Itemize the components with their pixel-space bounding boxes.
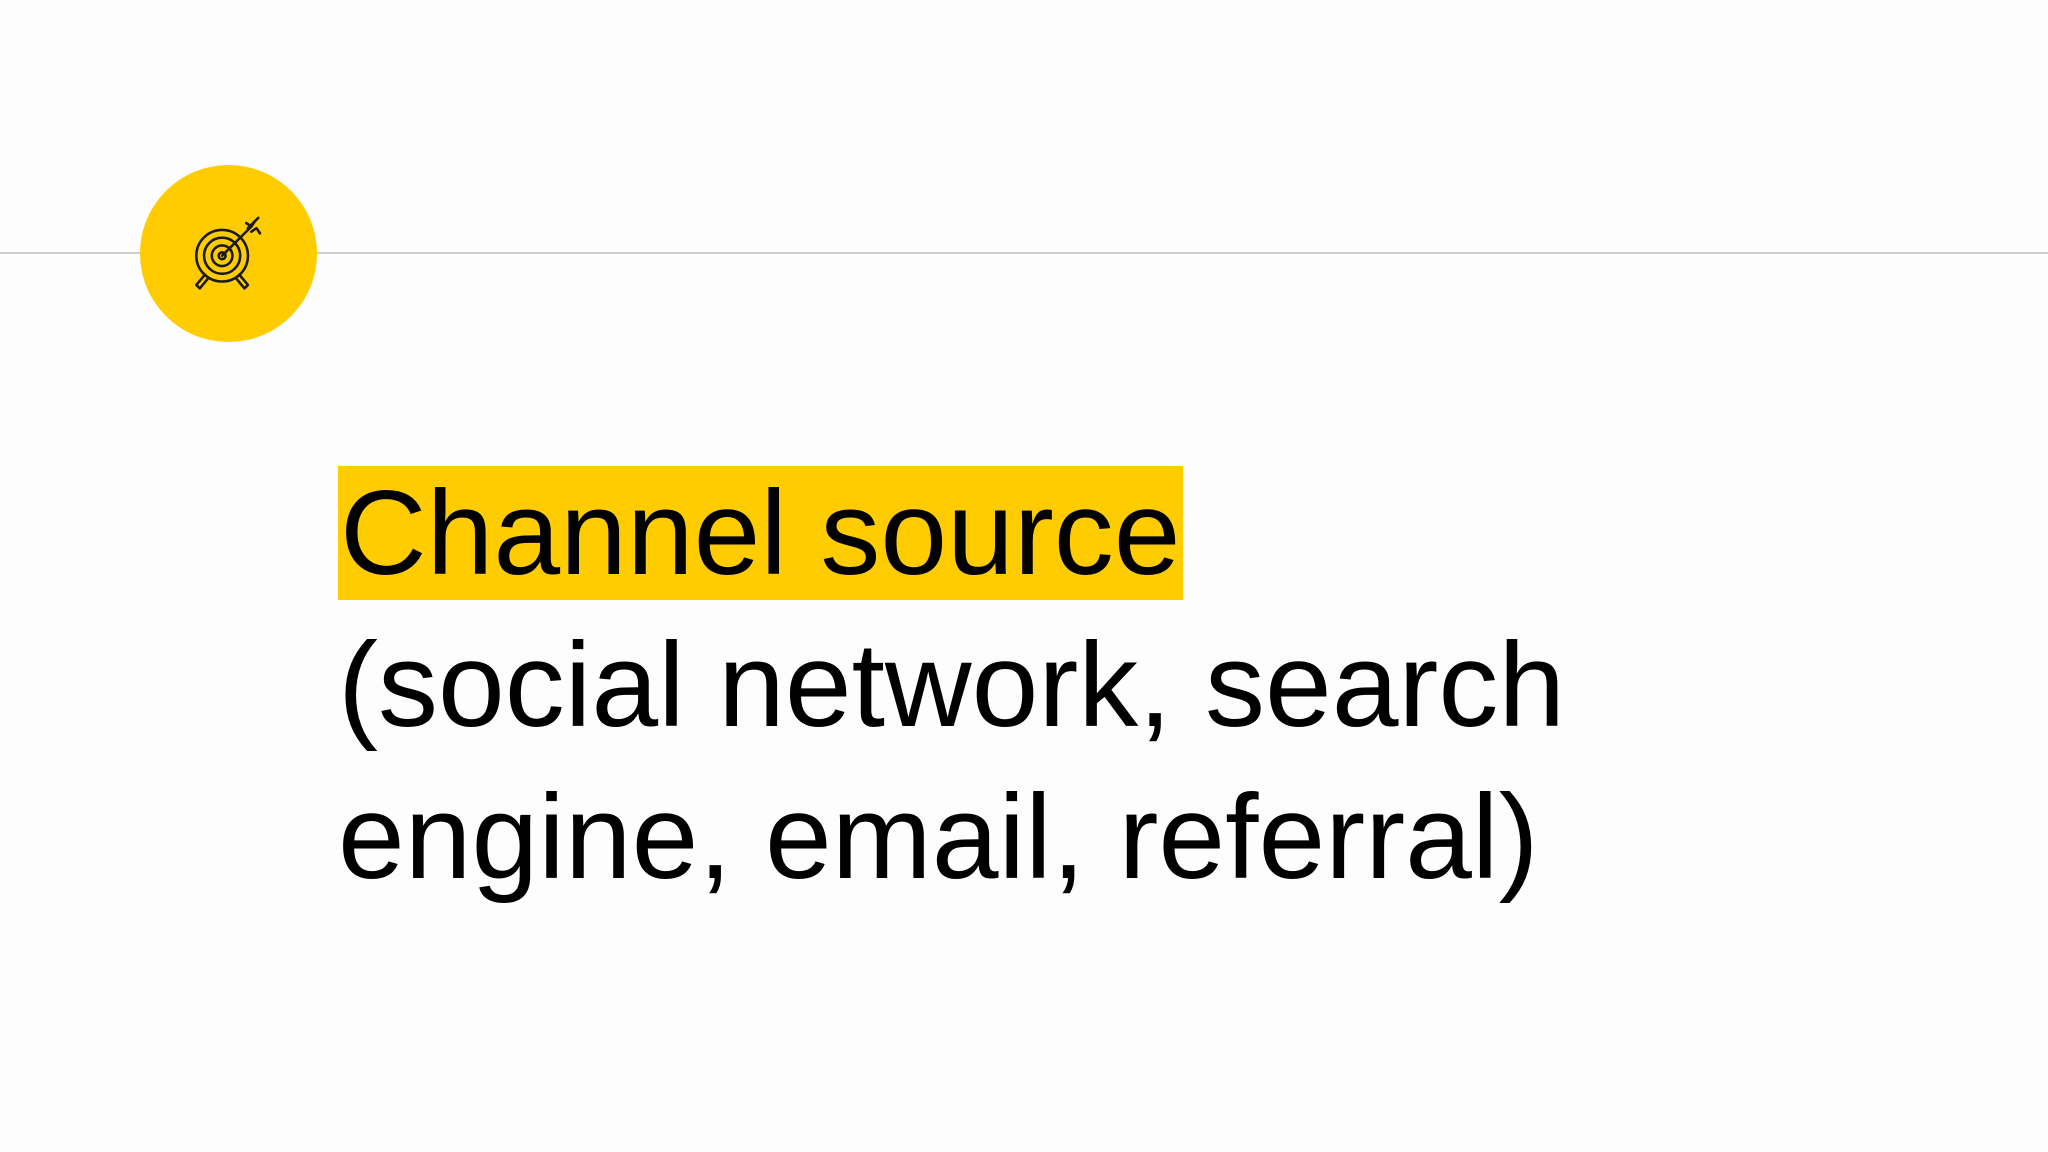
body-line-1: (social network, search bbox=[338, 618, 1566, 752]
highlight-line: Channel source bbox=[338, 457, 2018, 609]
target-arrow-icon bbox=[186, 211, 272, 297]
icon-badge bbox=[140, 165, 317, 342]
highlighted-heading: Channel source bbox=[338, 466, 1183, 600]
slide-text: Channel source (social network, search e… bbox=[338, 457, 2018, 913]
horizontal-divider bbox=[0, 252, 2048, 254]
body-line-2: engine, email, referral) bbox=[338, 770, 1539, 904]
